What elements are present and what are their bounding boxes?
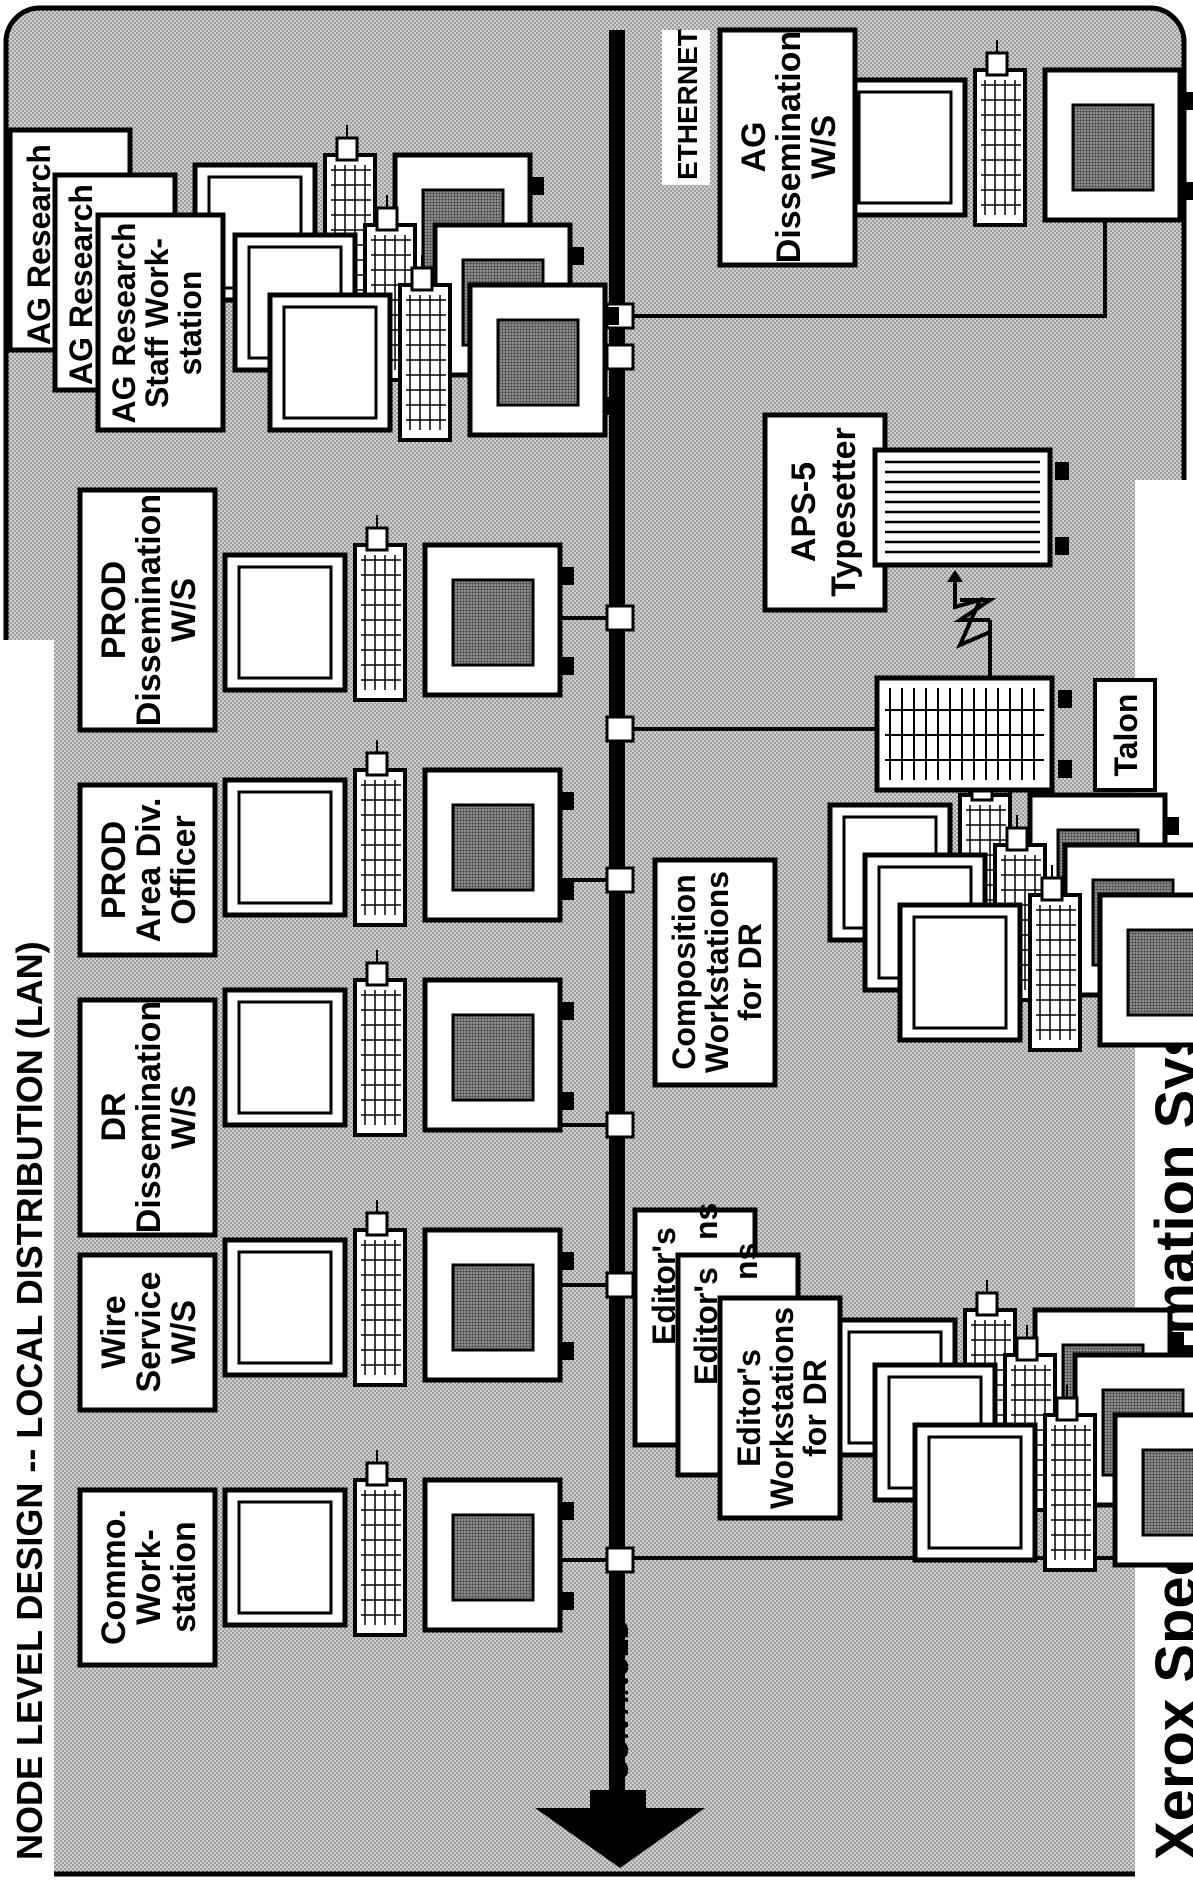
station-label-line: Wire	[95, 1295, 133, 1368]
station-label-line: W/S	[165, 1300, 203, 1364]
composition-workstations-group: Composition Workstations for DR	[652, 765, 1193, 1088]
workstation-wire-service: Wire Service W/S	[77, 1200, 574, 1413]
diagram-title: NODE LEVEL DESIGN -- LOCAL DISTRIBUTION …	[9, 941, 50, 1860]
workstation-ag-dissemination: AG Dissemination W/S	[717, 27, 1193, 268]
station-label-line: Officer	[165, 815, 203, 925]
talon-label: Talon	[1108, 694, 1144, 777]
ag-dissemination-label-line: W/S	[805, 115, 843, 179]
ag-research-group: AG Research AG Research AG Research Staf…	[7, 125, 619, 440]
talon-device: Talon	[874, 675, 1157, 793]
continued-arrow	[535, 1808, 705, 1868]
station-label-line: Dissemination	[130, 494, 168, 726]
editors-workstations-group: Editor's ns Editor's ns Editor's Worksta…	[632, 1203, 1193, 1570]
station-label-line: Area Div.	[130, 798, 168, 943]
continued-label: CONTINUED	[604, 1620, 634, 1781]
ethernet-label: ETHERNET	[672, 29, 703, 180]
composition-label-line: Workstations	[699, 871, 735, 1073]
ethernet-backbone	[609, 30, 625, 1790]
ag-research-back-label: AG Research	[63, 184, 99, 385]
station-label-line: W/S	[165, 578, 203, 642]
station-label-line: DR	[95, 1092, 133, 1141]
workstation-dr-dissemination: DR Dissemination W/S	[77, 950, 574, 1238]
editors-label-line: for DR	[797, 1359, 833, 1457]
ag-dissemination-label-line: AG	[735, 122, 773, 173]
station-label-line: Service	[130, 1272, 168, 1393]
workstation-commo: Commo. Work- station	[77, 1450, 574, 1668]
typesetter-label-line: APS-5	[785, 462, 823, 562]
ag-research-label-line: station	[172, 271, 208, 376]
ag-dissemination-label-line: Dissemination	[770, 31, 808, 263]
station-label-line: PROD	[95, 821, 133, 919]
composition-label-line: for DR	[732, 923, 768, 1021]
workstation-prod-area-div-officer: PROD Area Div. Officer	[77, 740, 574, 958]
ag-research-label-line: Staff Work-	[139, 238, 175, 408]
station-label-line: Commo.	[95, 1509, 133, 1645]
workstation-prod-dissemination: PROD Dissemination W/S	[77, 487, 574, 733]
composition-label-line: Composition	[666, 874, 702, 1070]
station-label-line: PROD	[95, 561, 133, 659]
typesetter-label-line: Typesetter	[825, 427, 863, 596]
station-label-line: station	[165, 1521, 203, 1632]
editors-back-partial: ns	[728, 1243, 764, 1280]
station-label-line: Work-	[130, 1529, 168, 1625]
ag-research-label-line: AG Research	[106, 223, 142, 424]
aps5-typesetter: APS-5 Typesetter	[762, 412, 1069, 613]
station-label-line: Dissemination	[130, 1001, 168, 1233]
station-label-line: W/S	[165, 1085, 203, 1149]
ag-research-back-label: AG Research	[21, 144, 57, 345]
editors-label-line: Editor's	[731, 1349, 767, 1467]
editors-label-line: Workstations	[764, 1307, 800, 1509]
editors-back-partial: ns	[688, 1203, 724, 1240]
